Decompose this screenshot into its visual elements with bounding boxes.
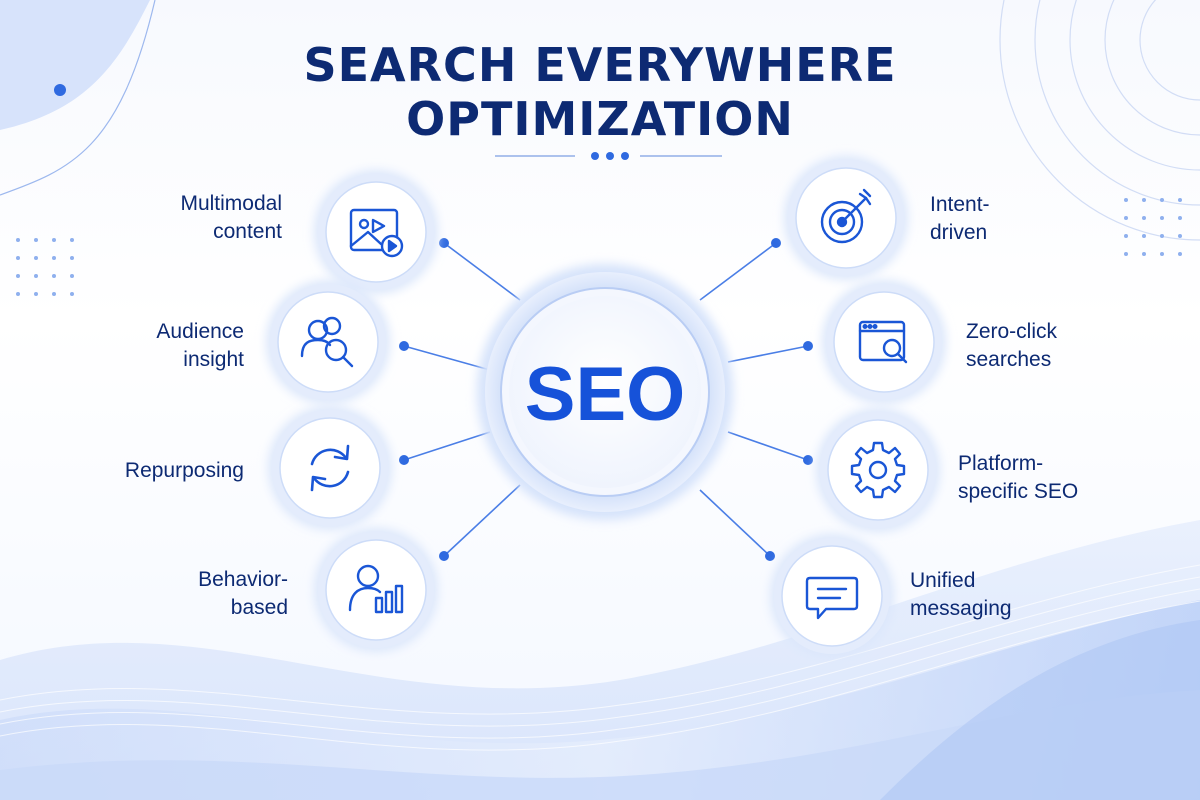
node-multimodal [314, 170, 438, 294]
seo-hub [477, 264, 733, 520]
target-arrow-icon [820, 188, 872, 244]
label-audience-line-1: Audience [156, 320, 244, 343]
connector-zero-click [727, 345, 809, 363]
connector-lines [403, 242, 809, 557]
decor-dot [54, 84, 66, 96]
center-seo-label: SEO [524, 352, 686, 437]
label-multimodal: Multimodal content [180, 190, 282, 246]
label-platform-line-1: Platform- [958, 452, 1044, 475]
node-audience [266, 280, 390, 404]
node-repurposing [268, 406, 392, 530]
label-zero-click: Zero-click searches [966, 318, 1057, 374]
node-platform [816, 408, 940, 532]
gear-icon [850, 441, 906, 499]
label-unified-line-1: Unified [910, 569, 976, 592]
concentric-arcs [999, 0, 1200, 241]
connector-intent [699, 242, 777, 301]
main-title: SEARCH EVERYWHERE OPTIMIZATION [0, 38, 1200, 146]
connector-unified [699, 489, 771, 557]
node-intent [784, 156, 908, 280]
label-audience-line-2: insight [183, 348, 244, 371]
user-chart-icon [348, 564, 404, 614]
label-zero-click-line-2: searches [966, 348, 1052, 371]
label-unified: Unified messaging [910, 567, 1012, 623]
label-intent-line-2: driven [930, 221, 988, 244]
label-platform-line-2: specific SEO [958, 480, 1079, 503]
users-search-icon [300, 316, 354, 368]
label-platform: Platform- specific SEO [958, 450, 1078, 506]
connector-platform [727, 431, 809, 461]
chat-bubble-icon [805, 576, 859, 620]
label-intent: Intent- driven [930, 191, 990, 247]
dot-grid-left [16, 238, 74, 296]
refresh-arrows-icon [310, 444, 350, 492]
dot-grid-right [1124, 198, 1182, 256]
connector-repurposing [403, 431, 491, 461]
connector-dots [399, 238, 813, 561]
label-behavior-line-2: based [230, 596, 288, 619]
connector-behavior [443, 484, 521, 557]
label-repurposing-line-1: Repurposing [124, 459, 244, 482]
node-zero-click [822, 280, 946, 404]
label-zero-click-line-1: Zero-click [966, 320, 1058, 343]
title-line-1: SEARCH EVERYWHERE [303, 38, 897, 92]
corner-blob-top-left [0, 0, 150, 130]
label-intent-line-1: Intent- [930, 193, 990, 216]
label-behavior: Behavior- based [198, 566, 288, 622]
wave-front [0, 690, 1200, 800]
connector-multimodal [443, 242, 521, 301]
label-multimodal-line-2: content [213, 220, 282, 243]
node-unified [770, 534, 894, 658]
node-behavior [314, 528, 438, 652]
title-line-2: OPTIMIZATION [406, 92, 794, 146]
label-audience: Audience insight [156, 318, 244, 374]
label-multimodal-line-1: Multimodal [180, 192, 282, 215]
label-behavior-line-1: Behavior- [198, 568, 288, 591]
connector-audience [403, 345, 491, 371]
image-play-icon [349, 208, 404, 258]
browser-search-icon [858, 320, 908, 364]
label-unified-line-2: messaging [910, 597, 1012, 620]
label-repurposing: Repurposing [125, 457, 244, 485]
